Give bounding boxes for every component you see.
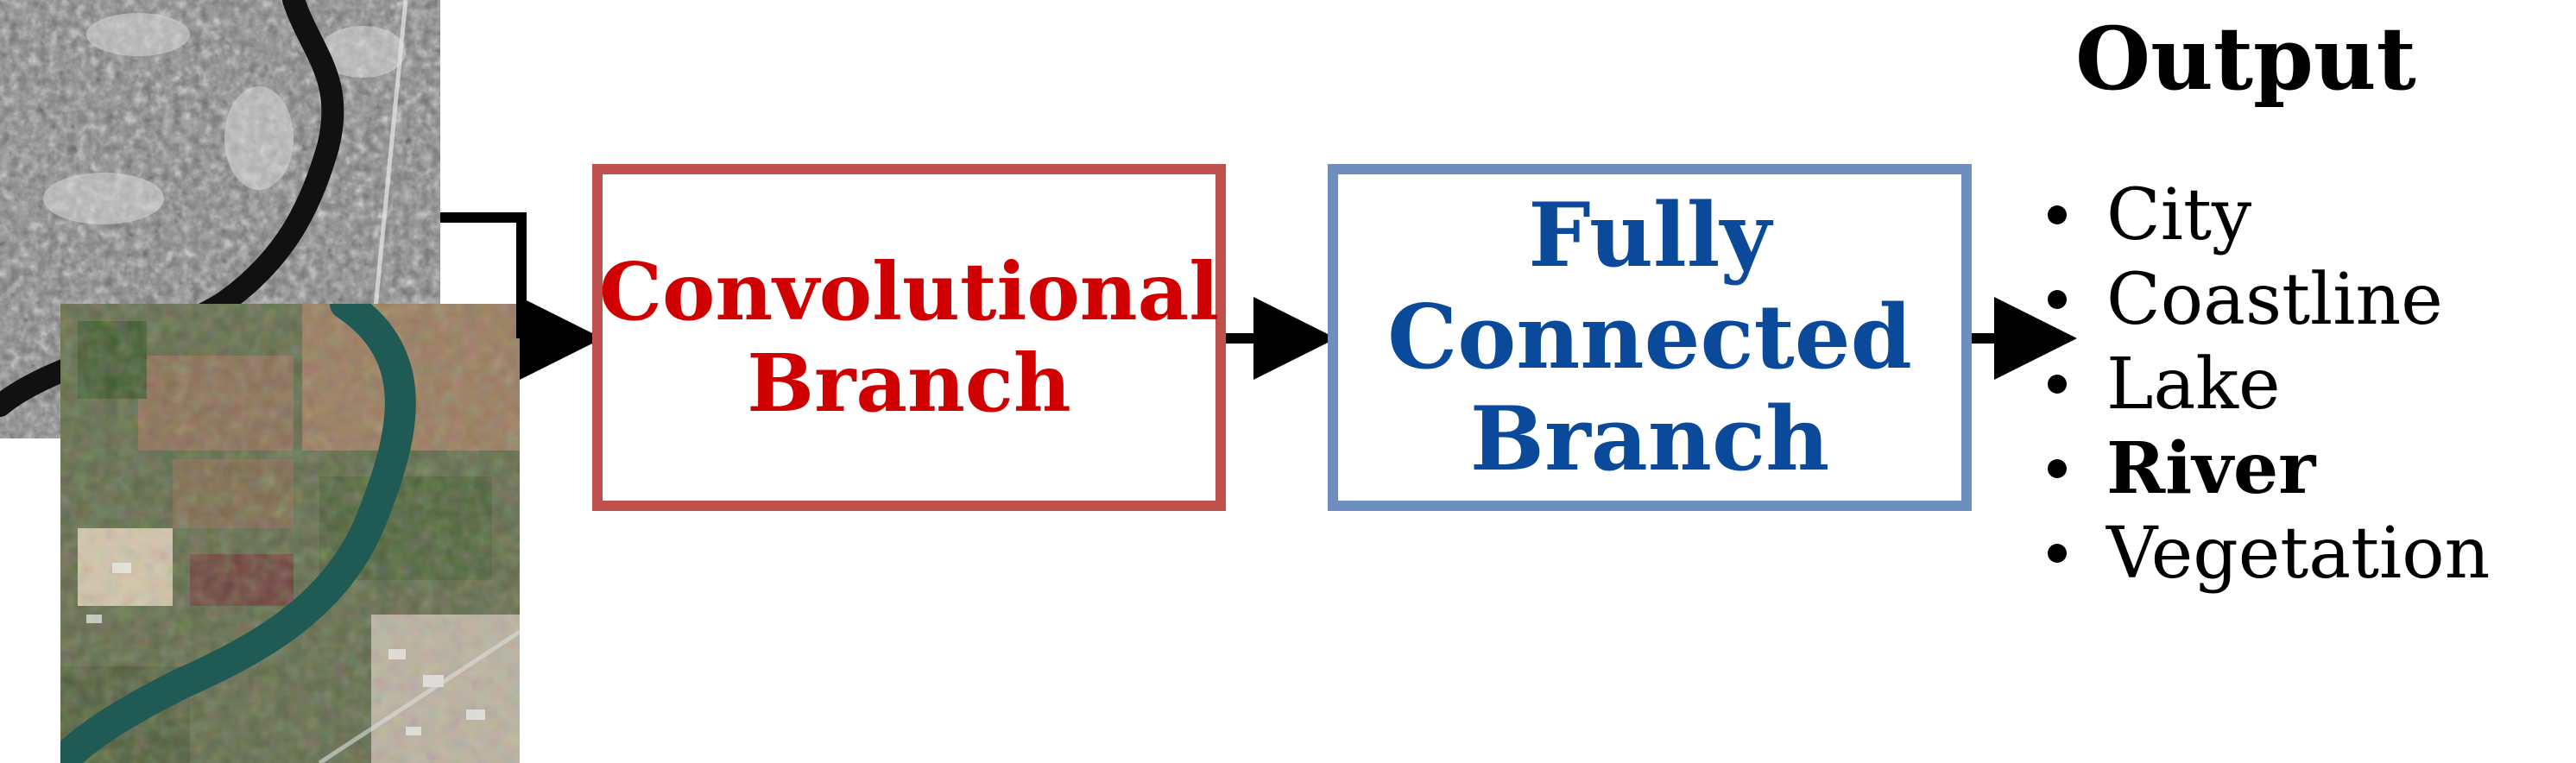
output-class-item-selected: River [2048, 426, 2490, 511]
bullet-icon [2048, 375, 2067, 394]
convolutional-branch-box: Convolutional Branch [592, 164, 1226, 511]
bullet-icon [2048, 205, 2067, 224]
output-class-label: River [2106, 427, 2316, 510]
optical-input-image [60, 304, 520, 763]
sar-connector-line [440, 212, 527, 338]
output-class-item: City [2048, 173, 2490, 257]
output-class-label: Vegetation [2106, 512, 2491, 595]
output-class-list: City Coastline Lake River Vegetation [2048, 173, 2490, 596]
bullet-icon [2048, 544, 2067, 563]
bullet-icon [2048, 459, 2067, 478]
fully-connected-branch-box: Fully Connected Branch [1328, 164, 1972, 511]
fully-connected-branch-label: Fully Connected Branch [1387, 184, 1912, 491]
output-title: Output [2075, 8, 2416, 110]
output-class-label: Coastline [2106, 258, 2443, 341]
output-class-label: Lake [2106, 343, 2281, 426]
output-class-item: Coastline [2048, 257, 2490, 342]
output-class-item: Lake [2048, 342, 2490, 426]
convolutional-branch-label: Convolutional Branch [598, 245, 1220, 430]
output-class-item: Vegetation [2048, 511, 2490, 596]
bullet-icon [2048, 290, 2067, 309]
output-class-label: City [2106, 173, 2252, 256]
